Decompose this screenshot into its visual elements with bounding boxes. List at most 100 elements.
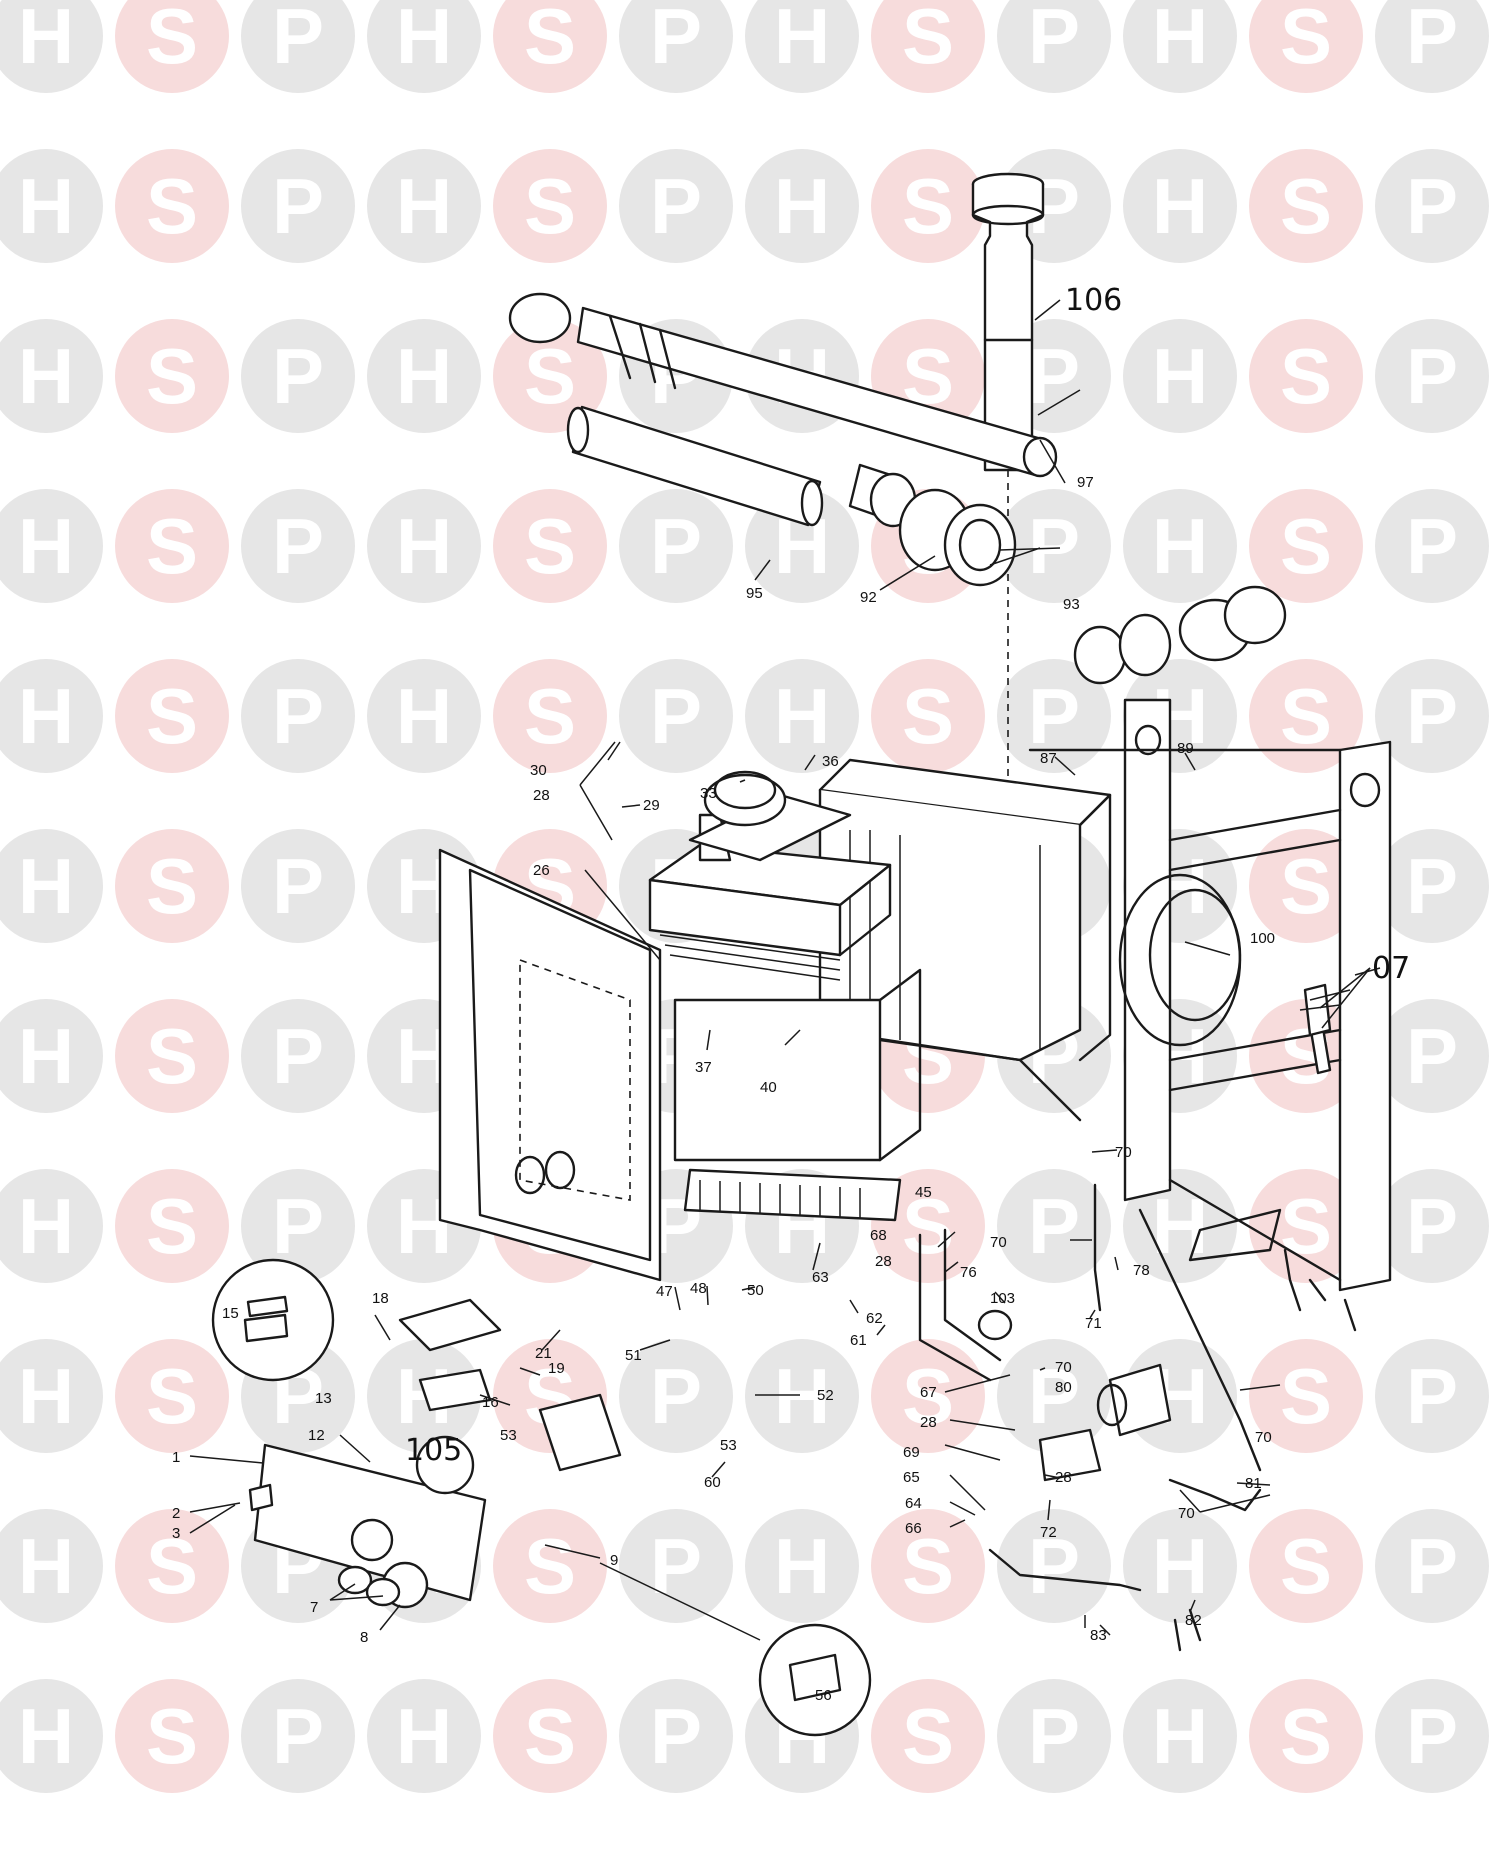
label-15: 15 — [222, 1305, 239, 1322]
watermark-letter: S — [1280, 332, 1332, 420]
watermark-letter: S — [524, 672, 576, 760]
watermark-circle — [1375, 489, 1489, 603]
label-18: 18 — [372, 1290, 389, 1307]
watermark-circle — [1249, 999, 1363, 1113]
label-83: 83 — [1090, 1627, 1107, 1644]
label-92: 92 — [860, 589, 877, 606]
watermark-circle — [367, 0, 481, 93]
watermark-circle — [115, 999, 229, 1113]
watermark-letter: S — [524, 1522, 576, 1610]
watermark-letter: H — [18, 332, 74, 420]
watermark-circle — [367, 149, 481, 263]
watermark-circle — [1375, 149, 1489, 263]
label-28-low: 28 — [920, 1414, 937, 1431]
label-106: 106 — [1065, 283, 1122, 318]
watermark-letter: H — [396, 1692, 452, 1780]
watermark-letter: P — [272, 1012, 324, 1100]
watermark-letter: P — [650, 672, 702, 760]
watermark-circle — [493, 659, 607, 773]
label-28-mid: 28 — [875, 1253, 892, 1270]
watermark-circle — [1249, 1169, 1363, 1283]
label-66: 66 — [905, 1520, 922, 1537]
watermark-letter: P — [272, 332, 324, 420]
watermark-circle — [997, 1679, 1111, 1793]
label-82: 82 — [1185, 1612, 1202, 1629]
casing-panel — [438, 848, 662, 1282]
label-81: 81 — [1245, 1475, 1262, 1492]
label-21: 21 — [535, 1345, 552, 1362]
watermark-circle — [241, 1679, 355, 1793]
watermark-letter: S — [524, 0, 576, 80]
fan-assembly — [688, 770, 852, 862]
watermark-letter: H — [774, 1352, 830, 1440]
label-28-pump: 28 — [1055, 1469, 1072, 1486]
watermark-letter: P — [1406, 1692, 1458, 1780]
watermark-circle — [1375, 0, 1489, 93]
watermark-circle — [1375, 1679, 1489, 1793]
watermark-circle — [367, 319, 481, 433]
watermark-letter: H — [774, 1522, 830, 1610]
watermark-circle — [871, 149, 985, 263]
watermark-letter: H — [774, 0, 830, 80]
label-13: 13 — [315, 1390, 332, 1407]
label-89: 89 — [1177, 740, 1194, 757]
watermark-letter: P — [1028, 0, 1080, 80]
watermark-letter: H — [396, 0, 452, 80]
watermark-letter: S — [1280, 842, 1332, 930]
label-37: 37 — [695, 1059, 712, 1076]
watermark-circle — [1375, 1339, 1489, 1453]
watermark-circle — [871, 0, 985, 93]
watermark-circle — [1249, 489, 1363, 603]
watermark-letter: P — [1028, 1692, 1080, 1780]
label-9: 9 — [610, 1552, 618, 1569]
watermark-letter: H — [18, 502, 74, 590]
part-labels: 106 97 93 95 92 30 36 33 28 29 87 89 26 … — [172, 283, 1410, 1704]
part-56-icon — [788, 1653, 842, 1702]
watermark-circle — [493, 0, 607, 93]
watermark-letter: P — [272, 842, 324, 930]
watermark-letter: S — [902, 672, 954, 760]
watermark-letter: P — [1028, 672, 1080, 760]
watermark-letter: H — [1152, 502, 1208, 590]
watermark-circle — [241, 0, 355, 93]
label-29: 29 — [643, 797, 660, 814]
label-70-a: 70 — [1115, 1144, 1132, 1161]
watermark-circle — [493, 1509, 607, 1623]
watermark-circle — [0, 149, 103, 263]
watermark-letter: P — [650, 1522, 702, 1610]
label-1: 1 — [172, 1449, 180, 1466]
watermark-letter: P — [1406, 502, 1458, 590]
watermark-letter: P — [1406, 842, 1458, 930]
watermark-circle — [619, 0, 733, 93]
watermark-circle — [997, 1509, 1111, 1623]
watermark-letter: P — [1028, 502, 1080, 590]
watermark-letter: P — [272, 1182, 324, 1270]
watermark-letter: H — [18, 672, 74, 760]
watermark-circle — [241, 829, 355, 943]
watermark-letter: H — [18, 842, 74, 930]
watermark-circle — [493, 1679, 607, 1793]
watermark-circle — [1375, 999, 1489, 1113]
part-15b-icon — [243, 1313, 289, 1343]
watermark-letter: S — [146, 1352, 198, 1440]
watermark-circle — [745, 149, 859, 263]
watermark-circle — [745, 0, 859, 93]
watermark-letter: P — [1406, 1522, 1458, 1610]
watermark-letter: P — [1028, 1522, 1080, 1610]
watermark-letter: H — [396, 672, 452, 760]
label-40: 40 — [760, 1079, 777, 1096]
watermark-circle — [0, 1169, 103, 1283]
watermark-letter: H — [18, 1522, 74, 1610]
watermark-circle — [1123, 0, 1237, 93]
label-45: 45 — [915, 1184, 932, 1201]
watermark-letter: P — [1406, 162, 1458, 250]
vertical-flue-pipe — [971, 172, 1045, 830]
watermark-letter: H — [18, 1182, 74, 1270]
watermark-circle — [115, 659, 229, 773]
pump-and-pipework — [918, 1183, 1357, 1652]
label-28-top: 28 — [533, 787, 550, 804]
label-78: 78 — [1133, 1262, 1150, 1279]
watermark-letter: H — [18, 1352, 74, 1440]
heat-exchanger — [648, 813, 892, 981]
watermark-circle — [1375, 1169, 1489, 1283]
